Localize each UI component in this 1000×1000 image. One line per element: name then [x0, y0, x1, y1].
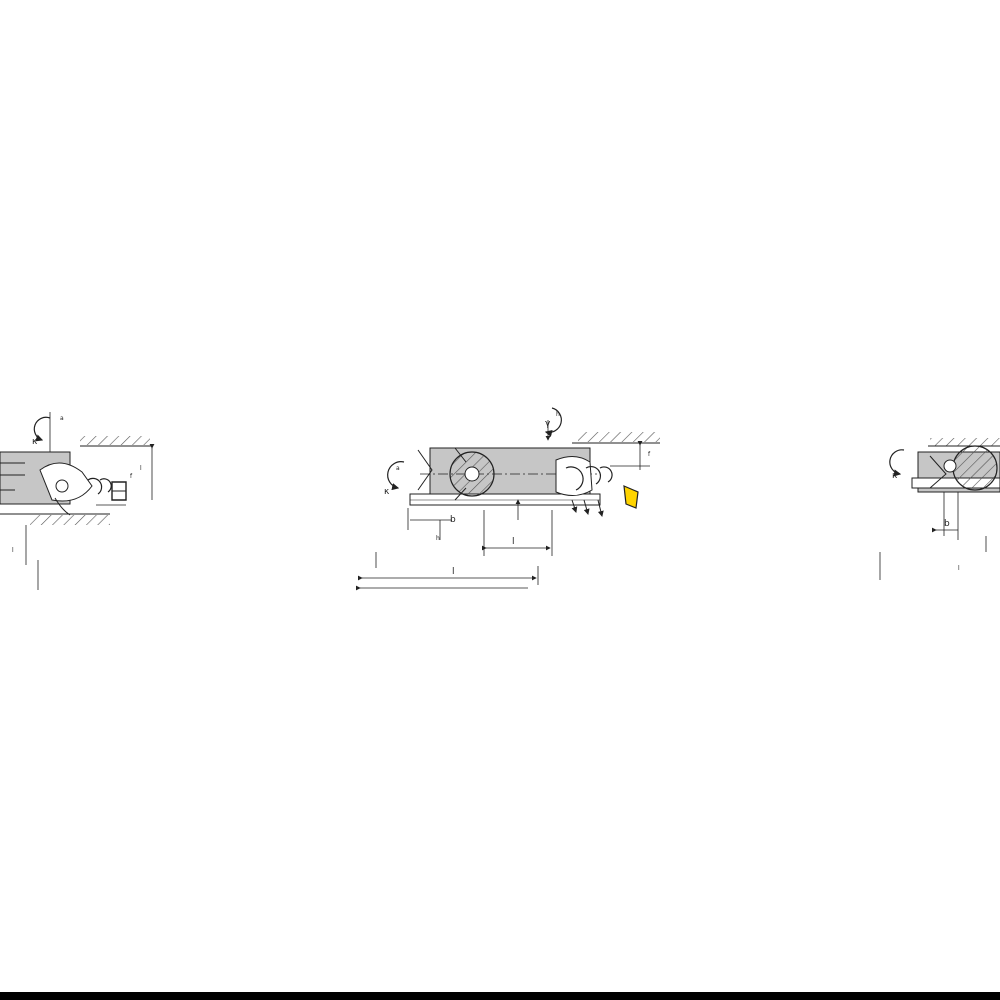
- center-label-b: b: [450, 515, 456, 525]
- left-workpiece-top-hatch: [80, 436, 150, 445]
- center-label-h-lower: h: [436, 535, 440, 542]
- right-label-l: l: [958, 565, 960, 572]
- left-view: κ a l f l: [0, 412, 155, 590]
- center-tool-head: [555, 456, 593, 496]
- center-gamma-arc: [544, 407, 562, 437]
- right-workpiece-hatch: [930, 438, 1000, 446]
- right-label-b: b: [944, 519, 950, 529]
- left-label-a: a: [60, 415, 64, 422]
- center-label-kappa: κ: [384, 487, 390, 497]
- left-label-f: f: [130, 473, 133, 480]
- left-label-lower: l: [12, 547, 14, 554]
- center-label-l2: l: [512, 537, 515, 547]
- center-kappa-arc: [387, 461, 405, 491]
- left-label-l: l: [140, 465, 142, 472]
- center-label-f: f: [648, 451, 651, 458]
- center-workpiece-hatch: [578, 432, 660, 442]
- right-label-kappa: κ: [892, 471, 898, 481]
- right-kappa-arc: [889, 449, 905, 477]
- right-view: κ b l: [879, 438, 1000, 580]
- center-label-gamma: γ: [545, 419, 551, 429]
- cutting-insert-icon: [623, 485, 639, 509]
- right-clamp-screw: [952, 445, 998, 491]
- left-workpiece-bottom-hatch: [30, 515, 110, 525]
- center-label-l1: l: [452, 567, 455, 577]
- center-label-h: h: [556, 411, 560, 418]
- left-kappa-arc: [33, 416, 51, 442]
- left-label-kappa: κ: [32, 437, 38, 447]
- bottom-bar: [0, 992, 1000, 1000]
- center-label-a: a: [396, 465, 400, 472]
- center-view: γ h κ a b h l l f: [356, 407, 660, 591]
